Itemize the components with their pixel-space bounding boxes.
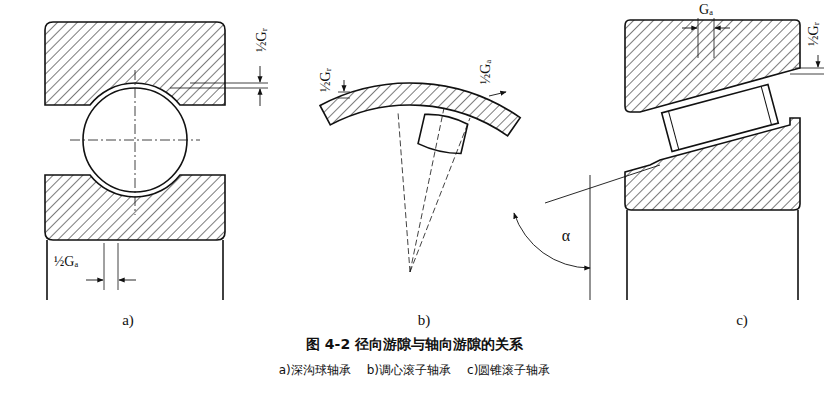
panel-letter: a) <box>121 312 135 329</box>
dimension-label: ½Gᵣ <box>318 67 333 93</box>
panel-letter: c) <box>735 312 749 329</box>
subcaption-row: a)深沟球轴承 b)调心滚子轴承 c)圆锥滚子轴承 <box>0 362 829 379</box>
dimension-label: ½Gₐ <box>478 59 493 85</box>
panel-letter: b) <box>417 312 432 329</box>
dimension-label: ½Gᵣ <box>806 21 821 47</box>
dimension-label: ½Gₐ <box>53 254 79 269</box>
subcaption: b)调心滚子轴承 <box>367 362 451 379</box>
subcaption: a)深沟球轴承 <box>279 362 351 379</box>
dimension-label: α <box>561 227 571 245</box>
figure-caption: 图 4-2 径向游隙与轴向游隙的关系 <box>0 336 829 354</box>
dimension-label: Gₐ <box>698 2 714 17</box>
subcaption: c)圆锥滚子轴承 <box>467 362 550 379</box>
dimension-label: ½Gᵣ <box>254 27 269 53</box>
